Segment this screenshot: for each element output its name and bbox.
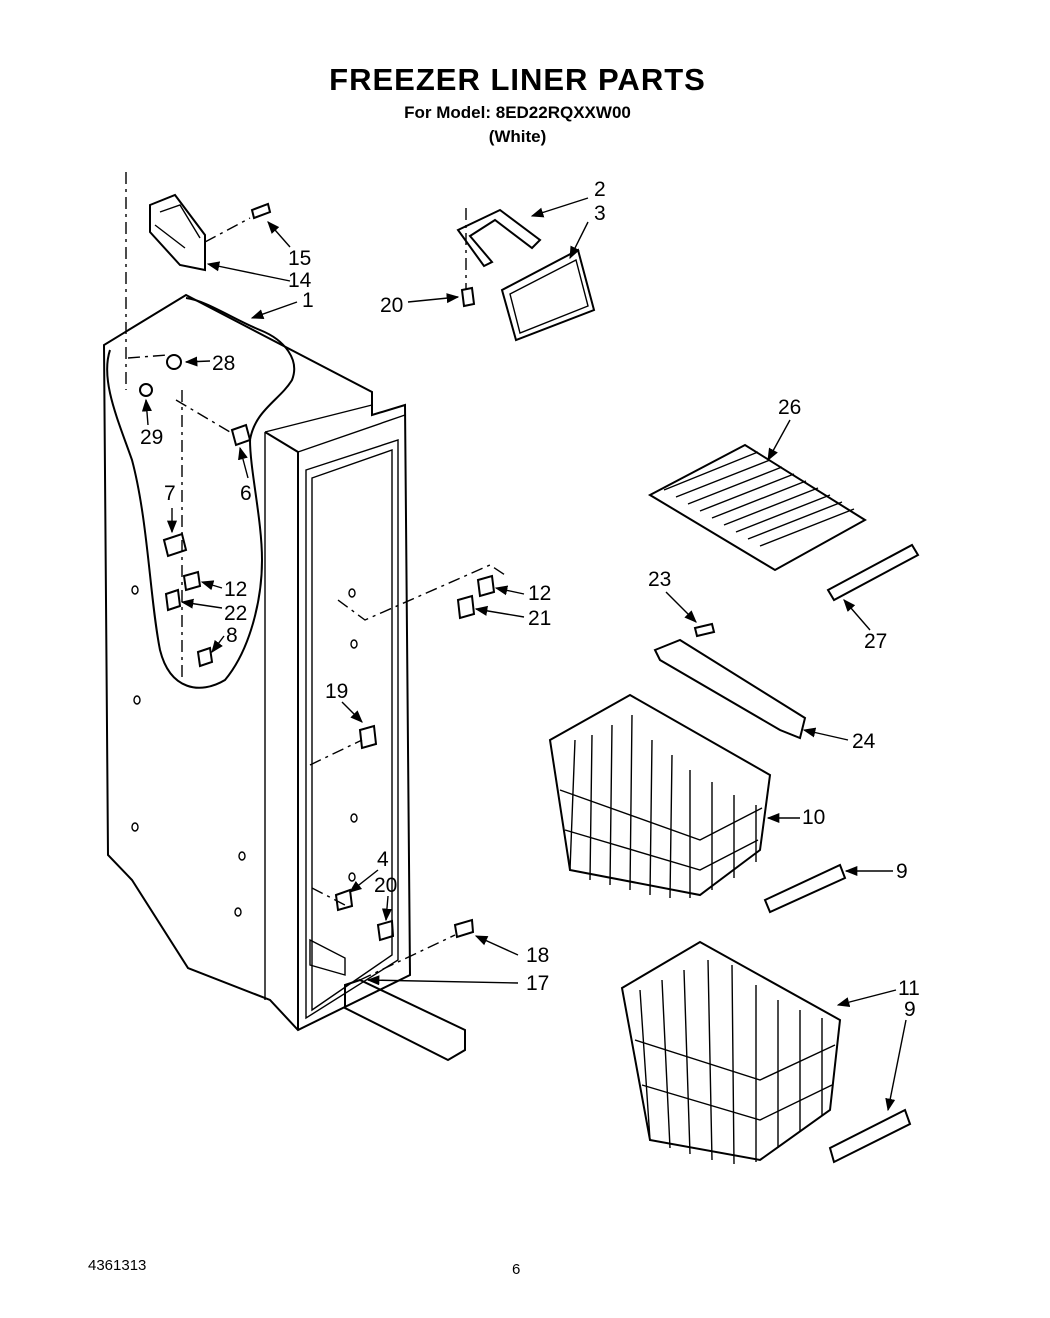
part-2-bracket xyxy=(456,208,542,268)
callout-29: 29 xyxy=(140,426,163,449)
liner-front-edge xyxy=(264,431,299,1030)
part-26-shelf xyxy=(647,443,867,572)
callout-20-top: 20 xyxy=(380,294,403,317)
liner-opening-inner xyxy=(311,449,393,1012)
callout-2: 2 xyxy=(594,178,606,201)
upper-basket xyxy=(548,693,847,914)
callout-12-left: 12 xyxy=(224,578,247,601)
part-10-basket xyxy=(548,693,772,897)
slide-rail xyxy=(653,622,807,740)
callout-1: 1 xyxy=(302,289,314,312)
freezer-liner xyxy=(102,172,506,1032)
callout-4: 4 xyxy=(377,848,389,871)
part-20a-screw xyxy=(460,286,476,308)
mount-line xyxy=(311,887,346,906)
part-29-plug xyxy=(139,383,153,397)
diagram-title: FREEZER LINER PARTS xyxy=(329,62,706,97)
part-9b-trim xyxy=(828,1108,912,1164)
callout-9-upper: 9 xyxy=(896,860,908,883)
liner-small-parts xyxy=(127,193,496,942)
callout-23: 23 xyxy=(648,568,671,591)
part-12b-clip xyxy=(476,574,496,598)
liner-top-rear xyxy=(264,404,373,433)
document-number: 4361313 xyxy=(88,1257,147,1274)
part-6-clip xyxy=(230,423,252,447)
part-20b-screw xyxy=(376,919,395,942)
part-28-fitting xyxy=(166,354,182,370)
part-18-screw xyxy=(453,918,475,939)
callout-10: 10 xyxy=(802,806,825,829)
drain-recess xyxy=(309,938,346,976)
model-line: For Model: 8ED22RQXXW00 xyxy=(404,103,631,122)
callout-19: 19 xyxy=(325,680,348,703)
liner-top-edge xyxy=(103,294,187,346)
part-11-basket xyxy=(620,940,842,1162)
callout-9-lower: 9 xyxy=(904,998,916,1021)
callout-3: 3 xyxy=(594,202,606,225)
callout-28: 28 xyxy=(212,352,235,375)
mount-line xyxy=(337,564,506,621)
callout-12-right: 12 xyxy=(528,582,551,605)
part-21-clip xyxy=(456,594,476,620)
part-12a-clip xyxy=(182,570,202,592)
liner-front-top xyxy=(297,414,406,453)
part-4-clip xyxy=(334,888,354,912)
callout-21: 21 xyxy=(528,607,551,630)
callout-15: 15 xyxy=(288,247,311,270)
part-9a-trim xyxy=(763,863,847,914)
part-19-clip xyxy=(358,724,378,750)
part-3-shield xyxy=(500,248,596,342)
callout-labels: 2 3 15 14 1 20 28 29 6 26 7 12 22 8 12 2… xyxy=(140,178,920,1021)
callout-8: 8 xyxy=(226,624,238,647)
callout-11: 11 xyxy=(898,977,920,1000)
wire-harness xyxy=(106,297,296,689)
part-22-clip xyxy=(164,588,182,612)
header: FREEZER LINER PARTS For Model: 8ED22RQXX… xyxy=(0,62,1035,146)
top-bracket-and-shield xyxy=(456,208,596,342)
part-15-screw xyxy=(250,202,272,220)
bottom-trim xyxy=(344,918,475,1062)
color-line: (White) xyxy=(488,127,547,146)
callout-17: 17 xyxy=(526,972,549,995)
page-number: 6 xyxy=(512,1261,521,1278)
mount-line xyxy=(309,739,363,766)
callout-6: 6 xyxy=(240,482,252,505)
part-17-trim xyxy=(344,978,466,1062)
part-23-screw xyxy=(693,622,716,638)
liner-opening xyxy=(305,439,399,1020)
liner-outline xyxy=(102,293,412,1032)
part-7-bracket xyxy=(162,532,188,558)
callout-22: 22 xyxy=(224,602,247,625)
part-8-clip xyxy=(196,646,214,668)
callout-7: 7 xyxy=(164,482,176,505)
lower-basket xyxy=(620,940,912,1165)
part-24-rail xyxy=(653,638,807,740)
callout-27: 27 xyxy=(864,630,887,653)
part-27-trim xyxy=(826,543,920,602)
callout-18: 18 xyxy=(526,944,549,967)
callout-14: 14 xyxy=(288,269,312,292)
wire-shelf xyxy=(647,443,920,602)
callout-24: 24 xyxy=(852,730,876,753)
callout-20-bottom: 20 xyxy=(374,874,397,897)
leader-lines xyxy=(141,197,907,1112)
callout-26: 26 xyxy=(778,396,801,419)
part-14-bracket xyxy=(149,193,206,272)
